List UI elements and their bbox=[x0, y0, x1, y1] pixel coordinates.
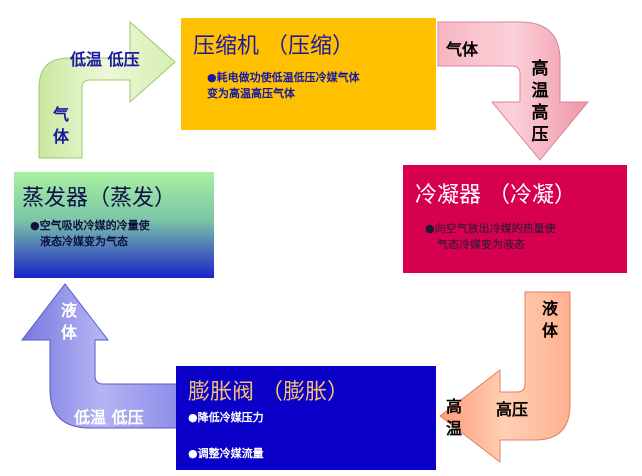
expansion-valve-item2: ●调整冷媒流量 bbox=[188, 447, 264, 460]
expansion-valve-item1: ●降低冷媒压力 bbox=[188, 411, 264, 424]
condenser-desc-line1: ●向空气放出冷媒的热量使 bbox=[425, 222, 556, 235]
arrow-exp-to-evap bbox=[20, 283, 181, 429]
cond-to-exp-cond1-label: 高温 bbox=[445, 397, 462, 438]
condenser-box: 冷凝器 （冷凝） ●向空气放出冷媒的热量使 气态冷媒变为液态 bbox=[403, 165, 627, 273]
condenser-title: 冷凝器 （冷凝） bbox=[415, 183, 576, 208]
evaporator-title: 蒸发器（蒸发） bbox=[22, 186, 177, 211]
expansion-valve-title: 膨胀阀 （膨胀） bbox=[188, 380, 349, 405]
exp-to-evap-state-label: 液体 bbox=[60, 301, 77, 342]
evap-to-comp-state-label: 气体 bbox=[52, 105, 69, 146]
compressor-box: 压缩机 （压缩） ●耗电做功使低温低压冷媒气体 变为高温高压气体 bbox=[181, 18, 436, 130]
cond-to-exp-state-label: 液体 bbox=[541, 299, 558, 340]
cond-to-exp-cond2-label: 高压 bbox=[496, 400, 529, 419]
comp-to-cond-cond-label: 高温高压 bbox=[531, 59, 549, 145]
evaporator-desc-line2: 液态冷媒变为气态 bbox=[40, 235, 128, 248]
compressor-desc-line2: 变为高温高压气体 bbox=[207, 87, 295, 100]
arrow-comp-to-cond bbox=[437, 21, 590, 161]
evaporator-background bbox=[14, 172, 214, 278]
evaporator-desc-line1: ●空气吸收冷媒的冷量使 bbox=[30, 219, 150, 232]
exp-to-evap-cond-label: 低温 低压 bbox=[74, 408, 144, 427]
arrow-cond-to-exp bbox=[439, 291, 571, 464]
compressor-desc-line1: ●耗电做功使低温低压冷媒气体 bbox=[207, 71, 360, 84]
condenser-desc-line2: 气态冷媒变为液态 bbox=[437, 238, 525, 251]
arrow-evap-to-comp bbox=[38, 20, 176, 159]
compressor-title: 压缩机 （压缩） bbox=[193, 34, 354, 59]
evap-to-comp-cond-label: 低温 低压 bbox=[70, 50, 140, 69]
comp-to-cond-state-label: 气体 bbox=[446, 40, 479, 59]
expansion-valve-box: 膨胀阀 （膨胀） ●降低冷媒压力 ●调整冷媒流量 bbox=[176, 366, 436, 470]
